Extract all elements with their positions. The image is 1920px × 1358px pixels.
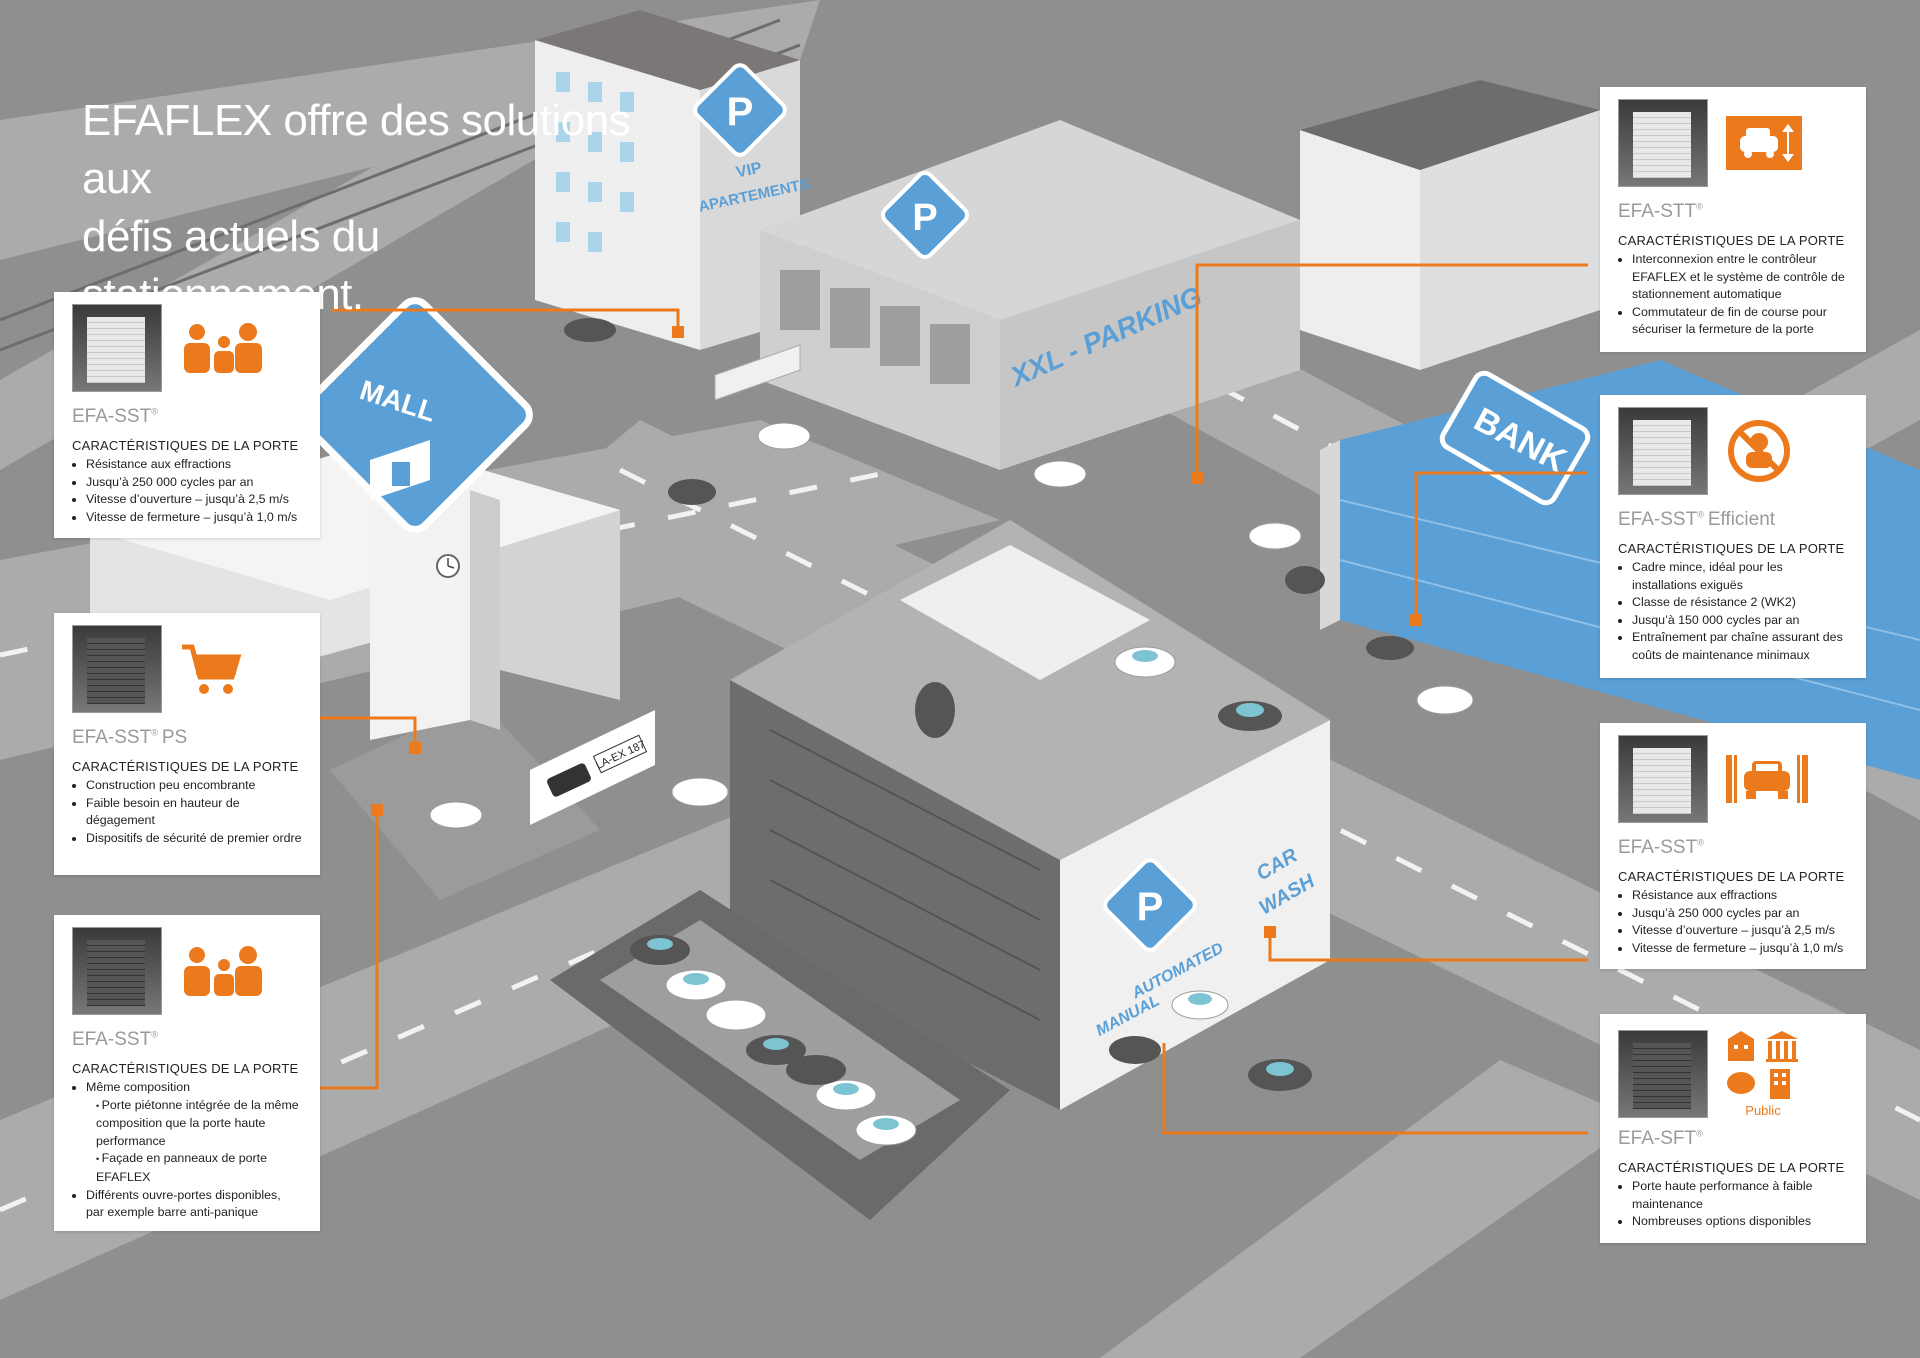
product-name: EFA-SST®: [72, 1029, 158, 1050]
car-wash-icon: [1726, 753, 1808, 805]
feature-heading: CARACTÉRISTIQUES DE LA PORTE: [1618, 233, 1845, 248]
feature-item: Construction peu encombrante: [86, 777, 302, 795]
feature-item: Jusqu’à 150 000 cycles par an: [1632, 612, 1848, 630]
no-burglar-icon: [1726, 418, 1792, 484]
feature-item: Cadre mince, idéal pour les installation…: [1632, 559, 1848, 594]
public-buildings-icon: Public: [1726, 1030, 1800, 1118]
product-card-efa-sst-ps: EFA-SST®PS CARACTÉRISTIQUES DE LA PORTE …: [54, 613, 320, 875]
product-name: EFA-SFT®: [1618, 1128, 1703, 1149]
door-photo: [1618, 735, 1708, 823]
sub-feature-item: Façade en panneaux de porte EFAFLEX: [96, 1150, 302, 1186]
feature-item: Porte haute performance à faible mainten…: [1632, 1178, 1848, 1213]
product-card-efa-sst-top: EFA-SST® CARACTÉRISTIQUES DE LA PORTE Ré…: [54, 292, 320, 538]
feature-item: Jusqu’à 250 000 cycles par an: [86, 474, 302, 492]
feature-item: Vitesse d’ouverture – jusqu’à 2,5 m/s: [86, 491, 302, 509]
door-photo: [1618, 99, 1708, 187]
xxl-parking-sign: [881, 171, 969, 259]
feature-heading: CARACTÉRISTIQUES DE LA PORTE: [72, 1061, 299, 1076]
feature-heading: CARACTÉRISTIQUES DE LA PORTE: [72, 438, 299, 453]
product-name: EFA-SST®PS: [72, 727, 188, 748]
product-name: EFA-SST®: [72, 406, 158, 427]
feature-heading: CARACTÉRISTIQUES DE LA PORTE: [1618, 541, 1845, 556]
camera-billboard: [530, 710, 655, 825]
product-card-efa-sst-bottom: EFA-SST® CARACTÉRISTIQUES DE LA PORTE Mê…: [54, 915, 320, 1231]
feature-item: Classe de résistance 2 (WK2): [1632, 594, 1848, 612]
feature-list: Cadre mince, idéal pour les installation…: [1618, 559, 1848, 665]
feature-item: Nombreuses options disponibles: [1632, 1213, 1848, 1231]
feature-list: Construction peu encombrante Faible beso…: [72, 777, 302, 847]
callout-dots: [371, 326, 1422, 938]
product-name: EFA-SST®: [1618, 837, 1704, 858]
feature-item: Même composition Porte piétonne intégrée…: [86, 1079, 302, 1187]
office-building-right: [1300, 80, 1600, 370]
central-parking-sign: [1103, 858, 1197, 952]
product-card-efa-sft: Public EFA-SFT® CARACTÉRISTIQUES DE LA P…: [1600, 1014, 1866, 1243]
door-photo: [1618, 1030, 1708, 1118]
central-parking-sign-glyph: P: [1137, 885, 1164, 929]
feature-list: Porte haute performance à faible mainten…: [1618, 1178, 1848, 1231]
feature-list: Même composition Porte piétonne intégrée…: [72, 1079, 302, 1222]
camera-icon: [547, 763, 591, 797]
automated-parking-building: [730, 520, 1330, 1110]
feature-item: Interconnexion entre le contrôleur EFAFL…: [1632, 251, 1848, 304]
feature-item: Différents ouvre-portes disponibles, par…: [86, 1187, 302, 1222]
headline-line-1: EFAFLEX offre des solutions aux: [82, 96, 631, 203]
feature-list: Résistance aux effractions Jusqu’à 250 0…: [72, 456, 302, 526]
feature-item: Jusqu’à 250 000 cycles par an: [1632, 905, 1848, 923]
page-headline: EFAFLEX offre des solutions aux défis ac…: [82, 92, 642, 324]
vip-parking-sign-glyph: P: [727, 90, 754, 134]
sub-feature-list: Porte piétonne intégrée de la même compo…: [86, 1097, 302, 1187]
feature-item: Vitesse de fermeture – jusqu’à 1,0 m/s: [86, 509, 302, 527]
feature-item: Dispositifs de sécurité de premier ordre: [86, 830, 302, 848]
feature-item: Vitesse de fermeture – jusqu’à 1,0 m/s: [1632, 940, 1848, 958]
product-card-efa-stt: EFA-STT® CARACTÉRISTIQUES DE LA PORTE In…: [1600, 87, 1866, 352]
public-label: Public: [1745, 1102, 1781, 1118]
shopping-cart-icon: [180, 641, 244, 697]
door-photo: [72, 625, 162, 713]
product-name: EFA-STT®: [1618, 201, 1703, 222]
family-icon: [180, 945, 266, 997]
feature-heading: CARACTÉRISTIQUES DE LA PORTE: [1618, 1160, 1845, 1175]
callout-lines: [320, 263, 1588, 1135]
feature-heading: CARACTÉRISTIQUES DE LA PORTE: [1618, 869, 1845, 884]
cars: [429, 318, 1474, 1146]
door-photo: [72, 927, 162, 1015]
car-lift-icon: [1726, 116, 1802, 170]
feature-heading: CARACTÉRISTIQUES DE LA PORTE: [72, 759, 299, 774]
feature-item: Faible besoin en hauteur de dégagement: [86, 795, 302, 830]
feature-item: Résistance aux effractions: [86, 456, 302, 474]
door-photo: [1618, 407, 1708, 495]
feature-item: Vitesse d’ouverture – jusqu’à 2,5 m/s: [1632, 922, 1848, 940]
family-icon: [180, 322, 266, 374]
feature-list: Résistance aux effractions Jusqu’à 250 0…: [1618, 887, 1848, 957]
sub-feature-item: Porte piétonne intégrée de la même compo…: [96, 1097, 302, 1151]
surface-parking-left: [330, 700, 600, 900]
feature-item: Résistance aux effractions: [1632, 887, 1848, 905]
product-card-efa-sst-right: EFA-SST® CARACTÉRISTIQUES DE LA PORTE Ré…: [1600, 723, 1866, 969]
vip-parking-sign: [693, 63, 787, 157]
mall-sign: [297, 297, 533, 533]
feature-item: Commutateur de fin de course pour sécuri…: [1632, 304, 1848, 339]
truck: [714, 344, 801, 401]
xxl-parking-sign-glyph: P: [912, 197, 937, 239]
vip-sign-line1: VIP: [735, 160, 764, 182]
door-photo: [72, 304, 162, 392]
product-card-efa-sst-efficient: EFA-SST®Efficient CARACTÉRISTIQUES DE LA…: [1600, 395, 1866, 678]
feature-item: Entraînement par chaîne assurant des coû…: [1632, 629, 1848, 664]
feature-list: Interconnexion entre le contrôleur EFAFL…: [1618, 251, 1848, 339]
product-name: EFA-SST®Efficient: [1618, 509, 1776, 530]
xxl-parking-building: [760, 120, 1300, 470]
